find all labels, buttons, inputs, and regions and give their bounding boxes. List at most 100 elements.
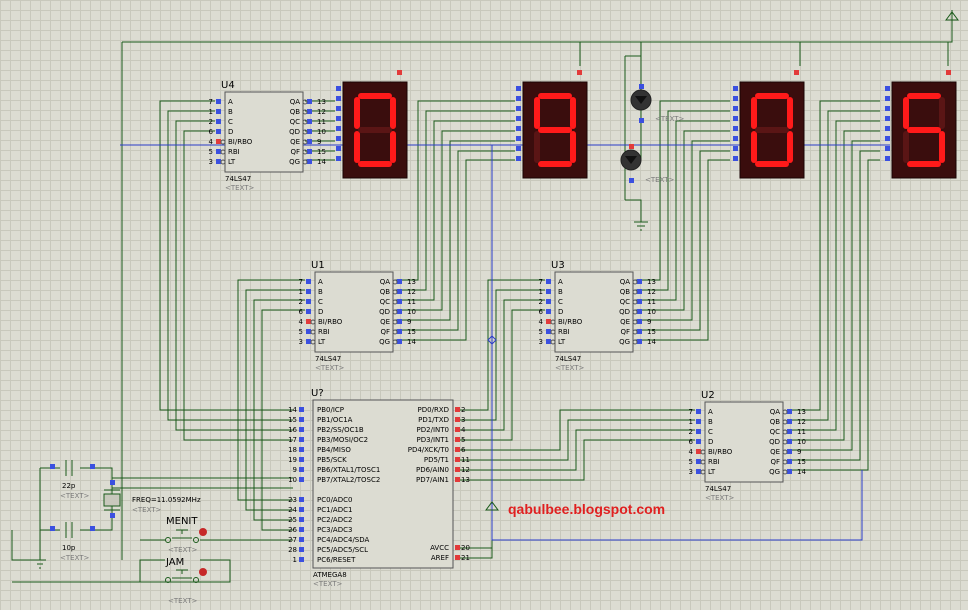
led-text-2: <TEXT>	[645, 176, 675, 184]
decoder-part: 74LS47	[555, 355, 581, 363]
decoder-output-label: QC	[620, 298, 631, 306]
capacitor-2[interactable]: 10p <TEXT>	[50, 522, 95, 562]
blue-junction-icon	[487, 335, 497, 345]
decoder-input-label: B	[558, 288, 563, 296]
mcu-left-pin: PC5/ADC5/SCL	[317, 546, 368, 554]
mcu-left-num: 15	[288, 416, 297, 424]
decoder-input-label: B	[708, 418, 713, 426]
mcu-right-num: 20	[461, 544, 470, 552]
decoder-ref: U3	[551, 260, 565, 271]
decoder-input-label: BI/RBO	[558, 318, 583, 326]
mcu-right-num: 12	[461, 466, 470, 474]
decoder-input-label: D	[708, 438, 713, 446]
decoder-input-num: 4	[299, 318, 304, 326]
display-1[interactable]: 0	[336, 70, 408, 179]
decoder-input-label: BI/RBO	[708, 448, 733, 456]
mcu-left-num: 14	[288, 406, 297, 414]
decoder-part: 74LS47	[225, 175, 251, 183]
capacitor-1[interactable]: 22p <TEXT>	[50, 460, 95, 500]
decoder-output-label: QG	[379, 338, 390, 346]
decoder-output-num: 11	[797, 428, 806, 436]
led-text-1: <TEXT>	[655, 115, 685, 123]
decoder-output-label: QF	[620, 328, 630, 336]
blue-bus-wire	[120, 144, 890, 541]
decoder-output-num: 11	[317, 118, 326, 126]
mcu-left-pin: PB2/SS/OC1B	[317, 426, 364, 434]
decoder-output-num: 12	[317, 108, 326, 116]
decoder-input-label: RBI	[318, 328, 330, 336]
mcu-part: ATMEGA8	[313, 571, 347, 579]
crystal[interactable]: FREQ=11.0592MHz <TEXT>	[103, 480, 201, 518]
mcu-left-pin: PB7/XTAL2/TOSC2	[317, 476, 380, 484]
mcu-right-pin: PD7/AIN1	[416, 476, 449, 484]
decoder-input-label: LT	[228, 158, 236, 166]
decoder-input-num: 7	[689, 408, 693, 416]
decoder-input-num: 7	[299, 278, 303, 286]
mcu-right-pin: PD4/XCK/T0	[408, 446, 449, 454]
decoder-output-num: 10	[647, 308, 656, 316]
decoder-input-label: C	[318, 298, 323, 306]
mcu-left-num: 28	[288, 546, 297, 554]
decoder-input-label: BI/RBO	[318, 318, 343, 326]
decoder-input-label: D	[318, 308, 323, 316]
decoder-output-num: 14	[647, 338, 656, 346]
mcu-left-pin: PB1/OC1A	[317, 416, 353, 424]
decoder-output-num: 11	[647, 298, 656, 306]
led-colon[interactable]: <TEXT> <TEXT>	[620, 84, 685, 184]
decoder-input-num: 4	[689, 448, 694, 456]
mcu-left-num: 16	[288, 426, 297, 434]
decoder-ref: U1	[311, 260, 325, 271]
mcu-right-pin: PD3/INT1	[417, 436, 449, 444]
decoder-output-label: QB	[770, 418, 781, 426]
decoder-output-num: 15	[797, 458, 806, 466]
decoder-output-num: 9	[317, 138, 321, 146]
decoder-output-label: QF	[770, 458, 780, 466]
decoder-input-label: BI/RBO	[228, 138, 253, 146]
mcu-left-num: 23	[288, 496, 297, 504]
decoder-input-label: LT	[708, 468, 716, 476]
decoder-input-num: 7	[209, 98, 213, 106]
mcu-right-pin: PD0/RXD	[418, 406, 449, 414]
decoder-input-label: A	[228, 98, 233, 106]
decoder-output-label: QG	[289, 158, 300, 166]
cap1-value: 22p	[62, 482, 76, 490]
decoder-input-num: 4	[539, 318, 544, 326]
decoder-input-num: 3	[209, 158, 213, 166]
decoder-text: <TEXT>	[315, 364, 345, 372]
decoder-input-label: C	[558, 298, 563, 306]
decoder-input-label: A	[708, 408, 713, 416]
mcu-left-num: 9	[293, 466, 297, 474]
decoder-input-num: 3	[539, 338, 543, 346]
decoder-input-label: A	[558, 278, 563, 286]
decoder-output-num: 9	[407, 318, 411, 326]
decoder-input-label: B	[318, 288, 323, 296]
decoder-output-label: QC	[380, 298, 391, 306]
decoder-input-num: 2	[689, 428, 693, 436]
button-menit[interactable]: MENIT <TEXT>	[165, 516, 208, 554]
mcu-right-num: 4	[461, 426, 466, 434]
display-3[interactable]: 0	[733, 70, 805, 179]
decoder-input-num: 5	[539, 328, 543, 336]
decoder-output-num: 12	[647, 288, 656, 296]
mcu-left-num: 27	[288, 536, 297, 544]
decoder-output-num: 14	[317, 158, 326, 166]
atmega8-chip[interactable]: U?ATMEGA8<TEXT>PB0/ICP14PB1/OC1A15PB2/SS…	[288, 388, 470, 588]
display-4[interactable]: 5	[885, 70, 957, 179]
decoder-output-label: QB	[290, 108, 301, 116]
decoder-output-num: 13	[797, 408, 806, 416]
seven-segment-displays: 0905	[336, 70, 957, 179]
decoder-output-label: QD	[769, 438, 780, 446]
decoder-input-label: C	[708, 428, 713, 436]
display-2[interactable]: 9	[516, 70, 588, 179]
decoder-input-label: LT	[318, 338, 326, 346]
button-jam-label: JAM	[165, 557, 184, 568]
mcu-ref: U?	[311, 388, 324, 399]
decoder-input-label: RBI	[228, 148, 240, 156]
button-jam[interactable]: JAM <TEXT>	[165, 557, 207, 605]
